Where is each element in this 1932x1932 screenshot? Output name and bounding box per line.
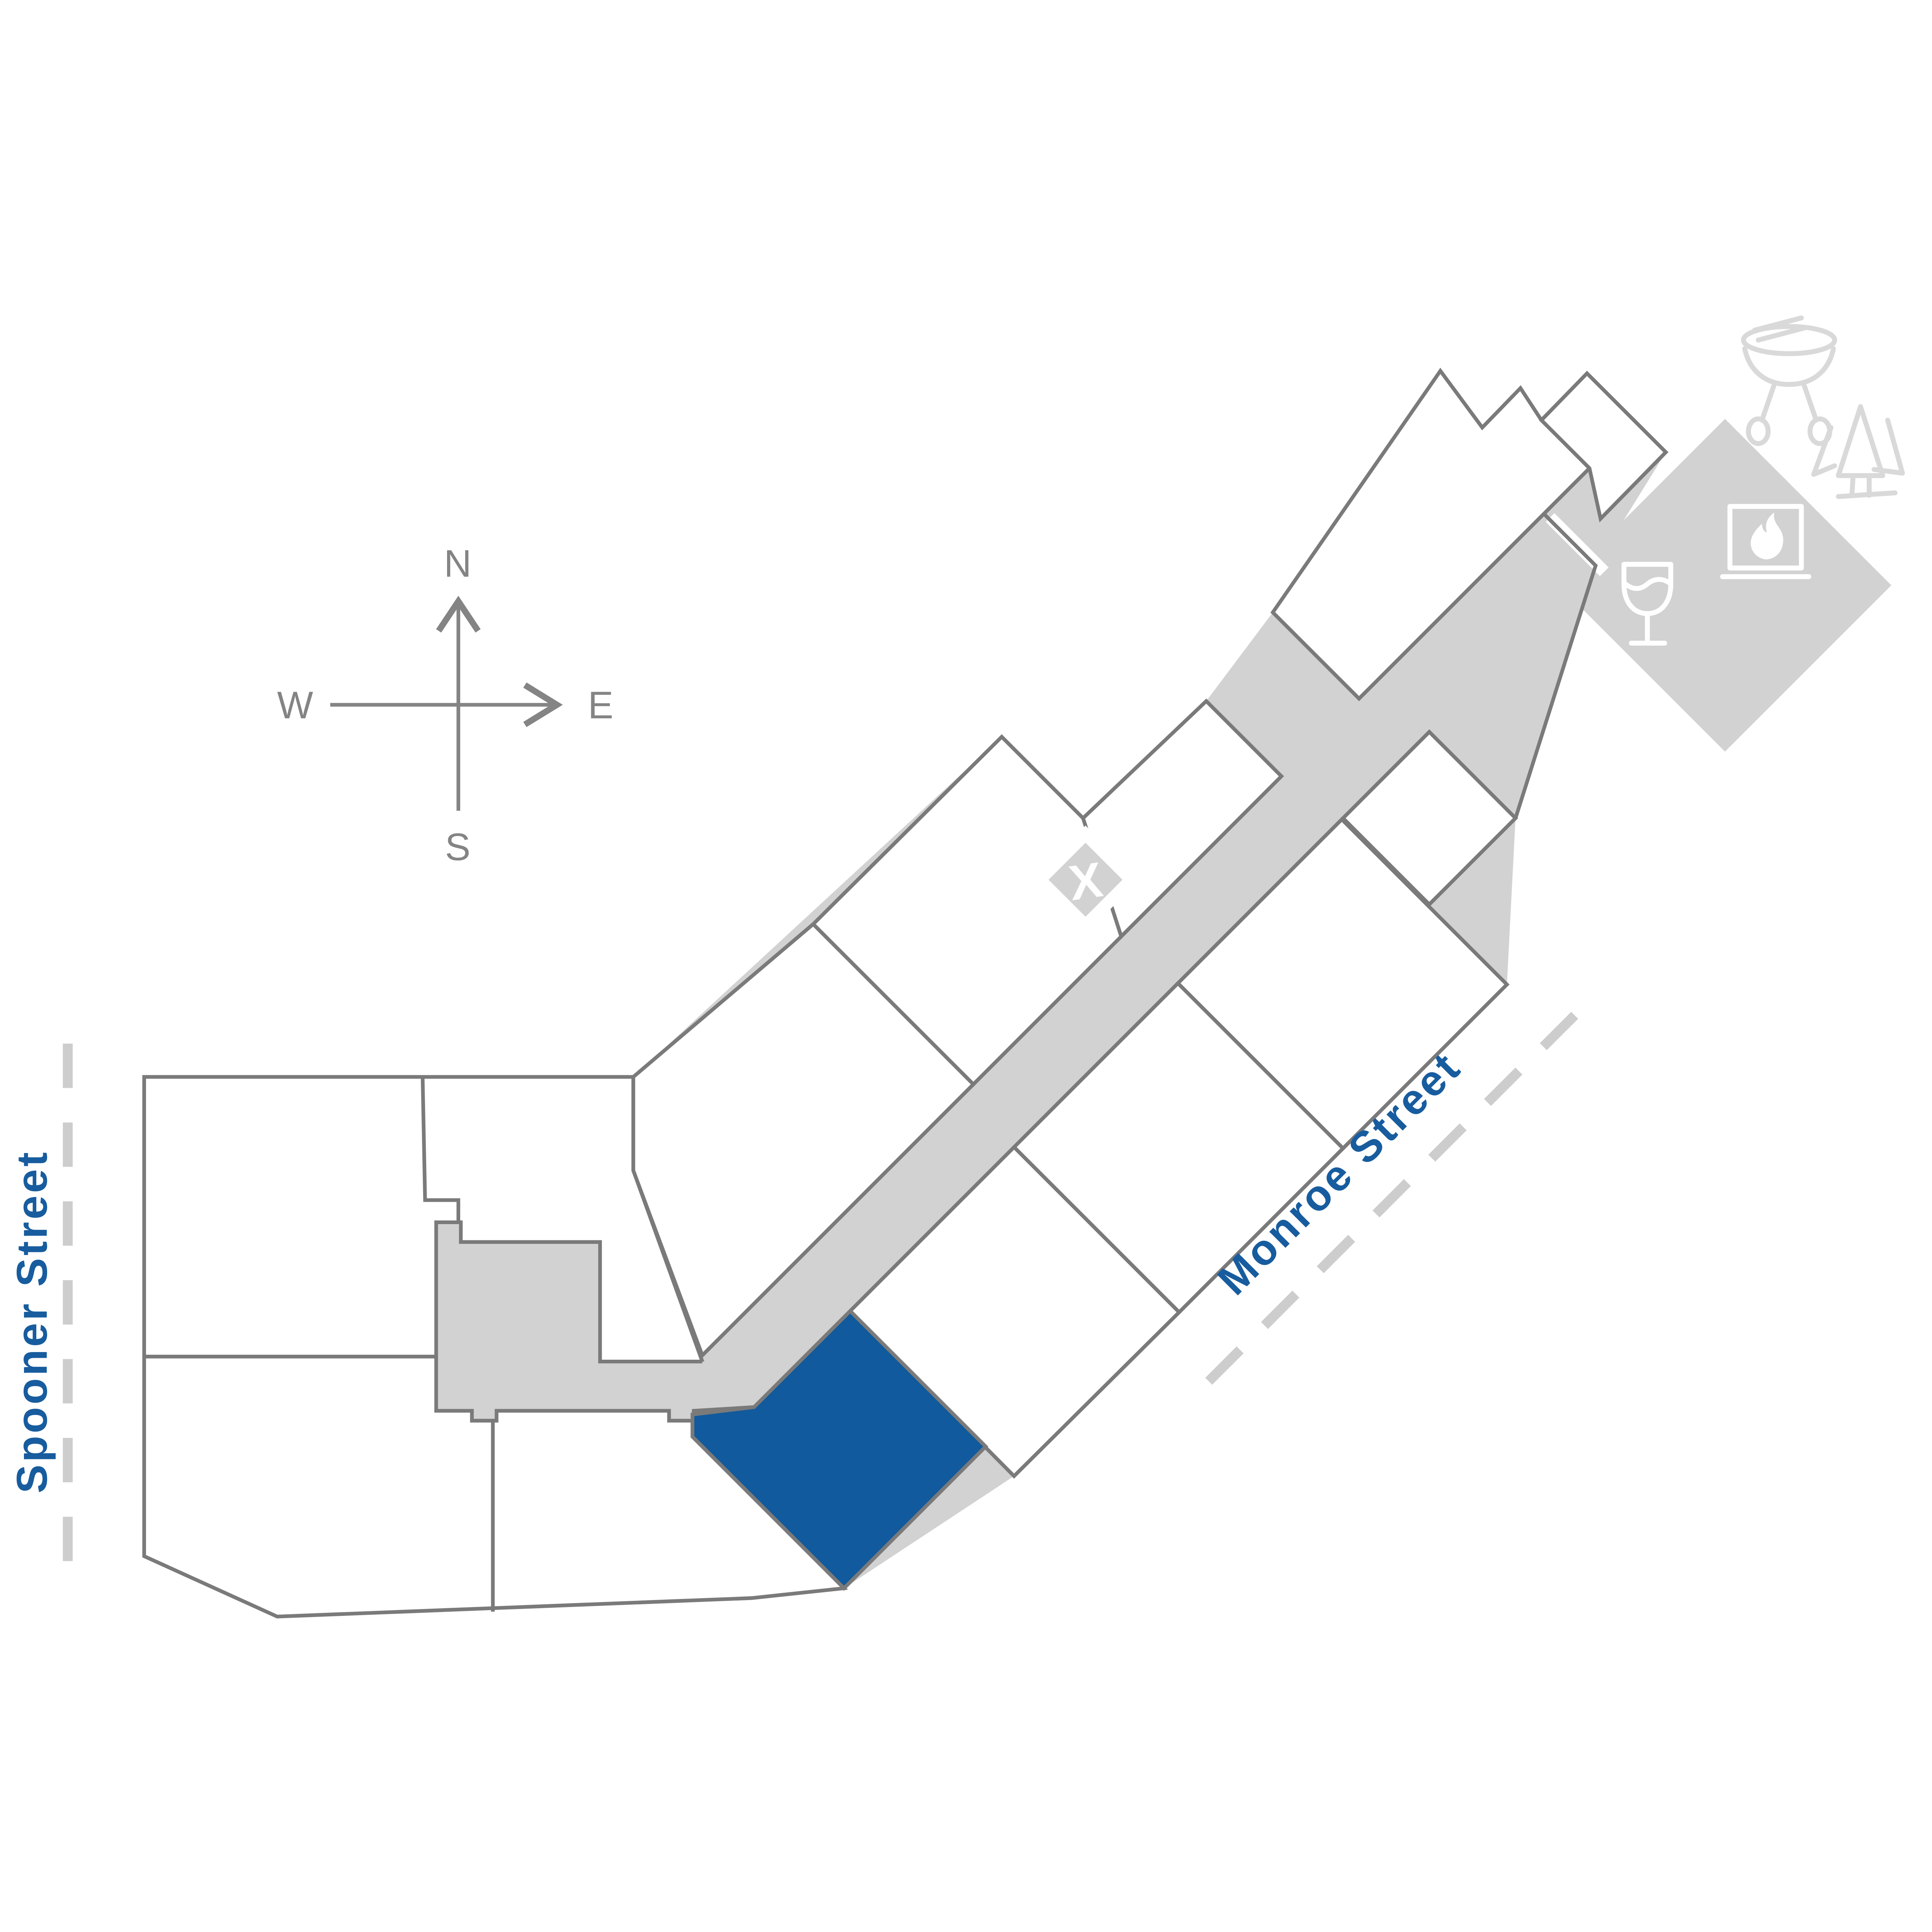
compass-s-label: S — [445, 826, 472, 868]
monroe-street-line — [1205, 1005, 1585, 1385]
compass-e-label: E — [588, 684, 615, 726]
compass-w-label: W — [277, 684, 314, 726]
wine-glass-icon — [1621, 562, 1673, 646]
compass-east-arrow — [523, 682, 563, 727]
deck-connector — [1589, 539, 1671, 621]
spooner-street: Spooner Street — [8, 1043, 73, 1568]
fireplace-icon — [1720, 504, 1811, 579]
trees-icon — [1811, 404, 1905, 499]
spooner-street-label: Spooner Street — [8, 1150, 56, 1493]
unit-top-left[interactable] — [1270, 367, 1592, 701]
lobby-outline — [434, 1220, 754, 1423]
unit-top-right[interactable] — [1539, 371, 1668, 523]
stair-x-label: X — [1066, 852, 1106, 911]
corridor-end-edge — [1514, 512, 1598, 819]
compass: N S W E — [277, 542, 615, 868]
unit-nw-1[interactable] — [631, 922, 976, 1359]
grill-icon — [1741, 315, 1837, 446]
compass-north-arrow — [436, 595, 481, 633]
compass-n-label: N — [444, 542, 473, 585]
lobby-fill — [436, 1222, 709, 1421]
stair-x-icon: X — [1031, 825, 1140, 934]
highlighted-unit[interactable] — [690, 1308, 988, 1591]
